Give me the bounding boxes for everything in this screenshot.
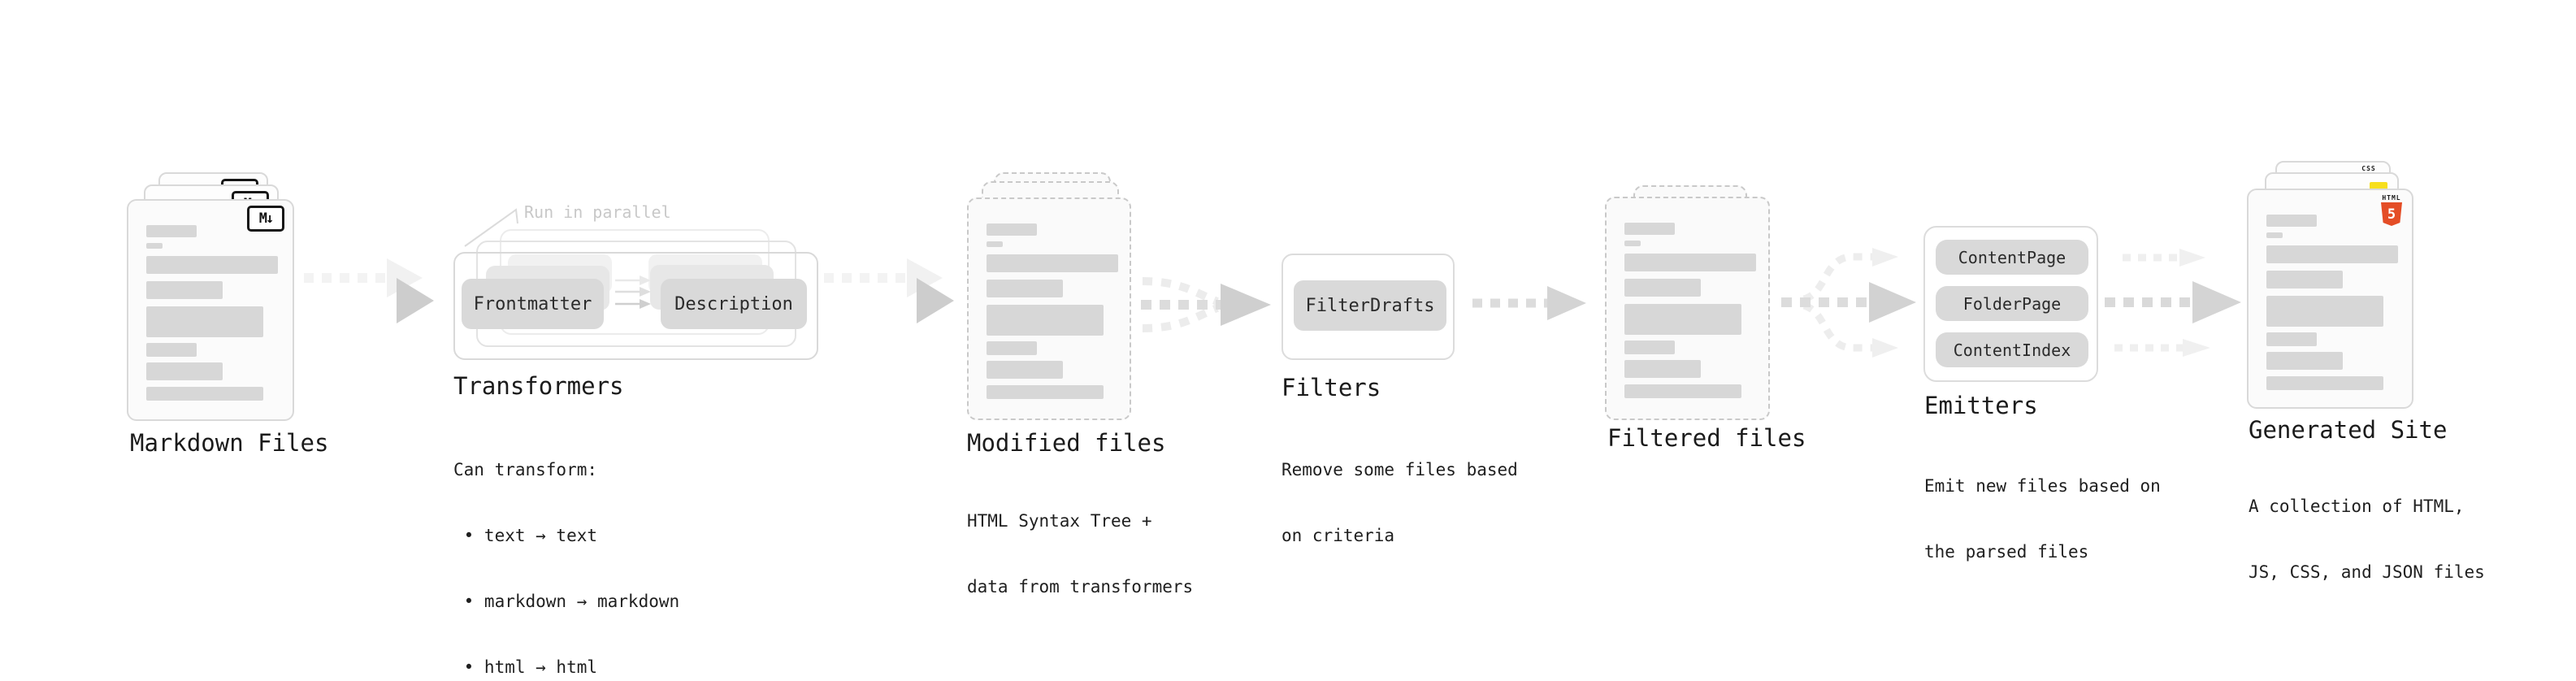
- desc-line: HTML Syntax Tree +: [967, 511, 1152, 531]
- transformer-frontmatter-pill: Frontmatter: [462, 279, 604, 329]
- doc-text-bar: [2266, 215, 2317, 227]
- doc-text-bar: [987, 241, 1003, 247]
- desc-line: Emit new files based on: [1924, 476, 2161, 496]
- html5-icon-shield: 5: [2381, 202, 2402, 226]
- desc-line: • text → text: [453, 526, 598, 545]
- section-title-modified-files: Modified files: [967, 429, 1166, 457]
- arrow-transformers-to-modified: [824, 258, 954, 323]
- doc-content-placeholder: [1624, 223, 1756, 398]
- desc-line: data from transformers: [967, 577, 1194, 596]
- run-in-parallel-leader-line: [464, 208, 518, 247]
- doc-text-bar: [987, 361, 1063, 379]
- doc-text-bar: [1624, 254, 1756, 271]
- doc-text-bar: [987, 341, 1037, 355]
- arrow-filtered-to-emitters: [1781, 248, 1916, 358]
- doc-text-bar: [2266, 232, 2283, 238]
- doc-text-bar: [1624, 304, 1741, 335]
- doc-content-placeholder: [2266, 215, 2398, 390]
- section-desc-generated-site: A collection of HTML, JS, CSS, and JSON …: [2249, 452, 2485, 627]
- section-desc-modified-files: HTML Syntax Tree + data from transformer…: [967, 466, 1193, 642]
- arrow-modified-to-filters: [1141, 277, 1271, 332]
- doc-text-bar: [987, 385, 1104, 399]
- html5-icon-digit: 5: [2387, 206, 2396, 223]
- desc-line: Remove some files based: [1281, 460, 1518, 479]
- transformer-layer-front: [453, 252, 818, 360]
- doc-text-bar: [2266, 332, 2317, 346]
- doc-text-bar: [2266, 296, 2383, 327]
- doc-text-bar: [1624, 340, 1675, 354]
- run-in-parallel-note: Run in parallel: [524, 202, 671, 222]
- doc-text-bar: [987, 305, 1104, 336]
- doc-content-placeholder: [146, 225, 278, 401]
- doc-text-bar: [1624, 279, 1701, 297]
- doc-text-bar: [987, 280, 1063, 297]
- doc-text-bar: [146, 362, 223, 380]
- desc-line: A collection of HTML,: [2249, 497, 2465, 516]
- transformer-mini-arrow-front: [615, 299, 651, 309]
- doc-text-bar: [1624, 384, 1741, 398]
- filters-box: FilterDrafts: [1281, 254, 1455, 360]
- doc-text-bar: [2266, 376, 2383, 390]
- section-title-filtered-files: Filtered files: [1607, 424, 1806, 452]
- emitter-content-index-pill: ContentIndex: [1936, 332, 2088, 367]
- section-title-markdown-files: Markdown Files: [130, 429, 329, 457]
- transformer-mini-arrow-middle: [615, 287, 651, 297]
- doc-text-bar: [987, 254, 1118, 272]
- section-desc-transformers: Can transform: • text → text • markdown …: [453, 415, 679, 681]
- doc-text-bar: [987, 223, 1037, 236]
- desc-line: Can transform:: [453, 460, 598, 479]
- doc-text-bar: [2266, 352, 2343, 370]
- doc-text-bar: [146, 343, 197, 357]
- markdown-file-doc: M↓: [127, 199, 294, 421]
- section-title-filters: Filters: [1281, 374, 1381, 401]
- section-desc-filters: Remove some files based on criteria: [1281, 415, 1518, 591]
- emitter-folder-page-pill: FolderPage: [1936, 286, 2088, 321]
- modified-file-doc: [967, 197, 1131, 420]
- desc-line: JS, CSS, and JSON files: [2249, 562, 2485, 582]
- desc-line: the parsed files: [1924, 542, 2089, 562]
- doc-text-bar: [1624, 241, 1641, 246]
- html5-icon: HTML 5: [2381, 194, 2402, 226]
- section-title-generated-site: Generated Site: [2249, 416, 2448, 444]
- section-title-transformers: Transformers: [453, 372, 624, 400]
- doc-text-bar: [146, 243, 163, 249]
- doc-text-bar: [2266, 245, 2398, 263]
- doc-text-bar: [146, 281, 223, 299]
- transformer-description-pill: Description: [661, 279, 807, 329]
- desc-line: • html → html: [453, 657, 598, 677]
- doc-text-bar: [146, 306, 263, 337]
- doc-content-placeholder: [987, 223, 1118, 399]
- filter-drafts-pill: FilterDrafts: [1294, 280, 1446, 331]
- arrow-markdown-to-transformers: [304, 258, 434, 323]
- doc-text-bar: [1624, 223, 1675, 235]
- desc-line: on criteria: [1281, 526, 1395, 545]
- emitter-content-page-pill: ContentPage: [1936, 240, 2088, 275]
- generated-site-doc-html: HTML 5: [2247, 189, 2413, 409]
- section-desc-emitters: Emit new files based on the parsed files: [1924, 432, 2161, 607]
- arrow-filters-to-filtered: [1472, 286, 1586, 320]
- doc-text-bar: [146, 256, 278, 274]
- filtered-file-doc: [1605, 197, 1770, 420]
- desc-line: • markdown → markdown: [453, 592, 680, 611]
- doc-text-bar: [1624, 360, 1701, 378]
- doc-text-bar: [146, 225, 197, 237]
- markdown-icon: M↓: [247, 206, 284, 232]
- html5-icon-label: HTML: [2382, 194, 2401, 202]
- emitters-box: ContentPage FolderPage ContentIndex: [1923, 226, 2098, 382]
- transformer-mini-arrow-back: [615, 275, 651, 285]
- css-icon-label: CSS: [2361, 165, 2376, 172]
- doc-text-bar: [146, 387, 263, 401]
- arrow-emitters-to-generated: [2105, 249, 2241, 357]
- section-title-emitters: Emitters: [1924, 392, 2038, 419]
- doc-text-bar: [2266, 271, 2343, 288]
